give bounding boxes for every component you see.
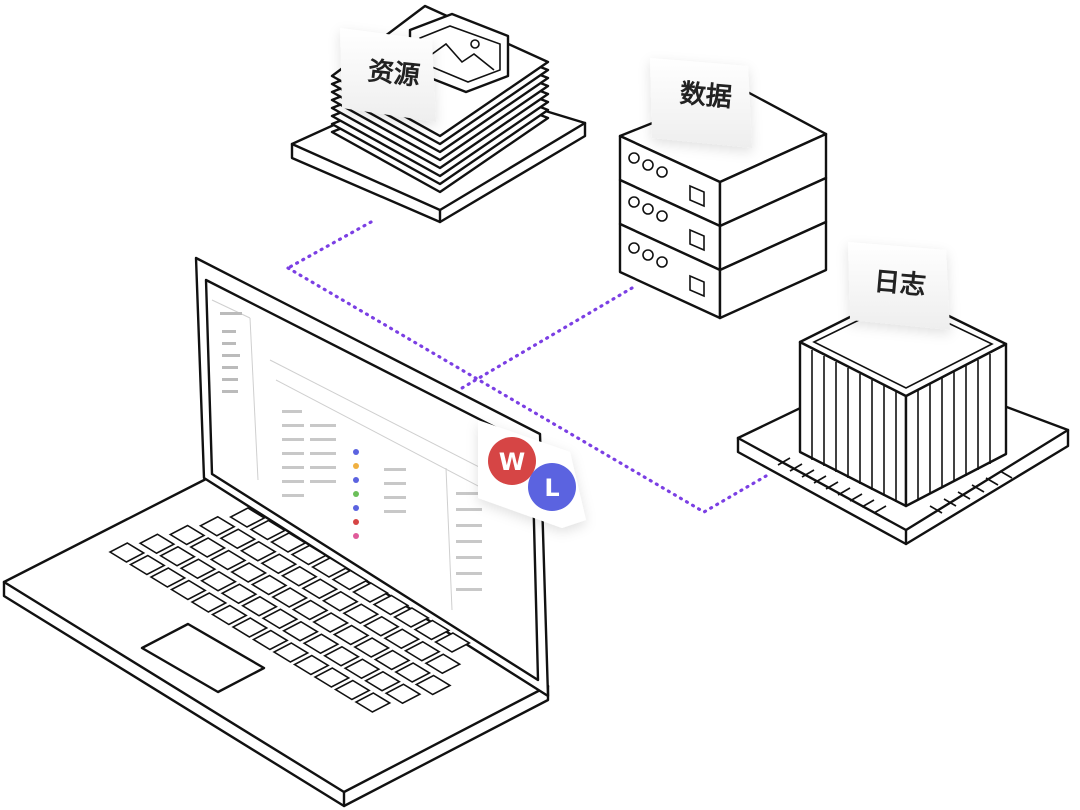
keyboard-key <box>200 570 237 592</box>
resources-label: 资源 <box>366 56 421 91</box>
resources-node: 资源 <box>290 4 587 224</box>
keyboard-key <box>189 537 227 558</box>
keyboard-key <box>424 653 462 675</box>
connector-lines <box>286 220 768 514</box>
keyboard-key <box>280 565 318 587</box>
logs-label: 日志 <box>873 267 927 301</box>
keyboard-key <box>292 654 330 676</box>
keyboard-key <box>209 549 247 571</box>
l-badge-circle <box>528 463 576 511</box>
keyboard-key <box>362 615 400 637</box>
keyboard-key <box>260 553 298 575</box>
keyboard-key <box>228 507 266 528</box>
keyboard-key <box>301 578 339 600</box>
keyboard-key <box>321 590 359 612</box>
keyboard-key <box>373 649 411 671</box>
keyboard-key <box>231 617 269 638</box>
keyboard-key <box>179 558 217 580</box>
keyboard-key <box>403 640 441 662</box>
keyboard-key <box>138 533 176 555</box>
keyboard-key <box>128 554 166 576</box>
w-badge: W <box>488 437 536 485</box>
data-node: 数据 <box>618 58 828 320</box>
keyboard-key <box>414 674 452 696</box>
data-label: 数据 <box>679 79 733 113</box>
keyboard-key <box>343 658 381 680</box>
keyboard-key <box>353 637 391 658</box>
keyboard-key <box>261 608 299 630</box>
keyboard-key <box>331 569 369 591</box>
w-badge-circle <box>488 437 536 485</box>
keyboard-key <box>342 603 380 625</box>
laptop-screen <box>204 278 540 682</box>
keyboard-key <box>384 683 422 705</box>
keyboard-key <box>354 692 392 713</box>
keyboard-key <box>108 542 146 563</box>
keyboard-key <box>290 544 328 566</box>
keyboard-key <box>313 667 351 688</box>
keyboard-key <box>433 632 471 653</box>
keyboard-key <box>332 624 370 646</box>
keyboard-key <box>302 633 340 655</box>
keyboard-key <box>190 592 228 613</box>
connector-laptop-logs <box>286 266 768 514</box>
keyboard-key <box>272 642 310 663</box>
keyboard-key <box>168 524 206 546</box>
keyboard-key <box>230 562 268 583</box>
l-badge: L <box>528 463 576 511</box>
keyboard-key <box>269 532 307 553</box>
keyboard-key <box>250 574 288 596</box>
l-badge-letter: L <box>544 474 559 502</box>
screen-rows <box>282 410 482 591</box>
server-unit-3 <box>618 220 828 320</box>
keyboard-key <box>383 628 421 650</box>
keyboard-key <box>310 557 348 578</box>
data-label-card <box>650 58 752 148</box>
trackpad <box>140 622 266 694</box>
logs-stripes <box>811 350 991 502</box>
resources-label-card <box>340 28 436 122</box>
keyboard-key <box>392 607 430 628</box>
logs-base-ticks <box>777 457 1013 514</box>
keyboard-key <box>323 645 360 667</box>
w-badge-letter: W <box>499 448 525 476</box>
laptop <box>2 256 550 808</box>
screen-dots <box>353 449 359 539</box>
keyboard-key <box>372 594 410 616</box>
logs-label-card <box>848 242 950 330</box>
keyboard-key <box>333 679 371 701</box>
keyboard-key <box>241 595 278 617</box>
server-unit-2 <box>618 176 828 272</box>
keyboard-key <box>239 540 277 562</box>
keyboard-key <box>413 619 451 641</box>
keyboard-key <box>210 604 248 626</box>
keyboard-key <box>149 567 187 588</box>
keyboard-key <box>198 515 236 537</box>
keyboard-key <box>251 629 289 651</box>
screen-sidebar <box>220 312 242 393</box>
connector-resources <box>286 220 373 270</box>
keyboard-key <box>249 519 287 541</box>
keyboard-key <box>220 583 258 605</box>
keyboard-key <box>394 662 432 683</box>
keyboard-key <box>219 528 257 550</box>
keyboard-key <box>271 587 309 608</box>
keyboard-key <box>282 620 319 642</box>
keyboard-key <box>169 579 207 601</box>
keyboard-key <box>159 545 196 567</box>
keyboard-key <box>291 599 329 621</box>
keyboard-key <box>364 670 401 692</box>
logs-node: 日志 <box>736 242 1070 546</box>
keyboard-key <box>312 612 350 633</box>
keyboard-key <box>351 582 389 603</box>
keyboard <box>108 507 471 713</box>
connector-data <box>460 286 634 390</box>
